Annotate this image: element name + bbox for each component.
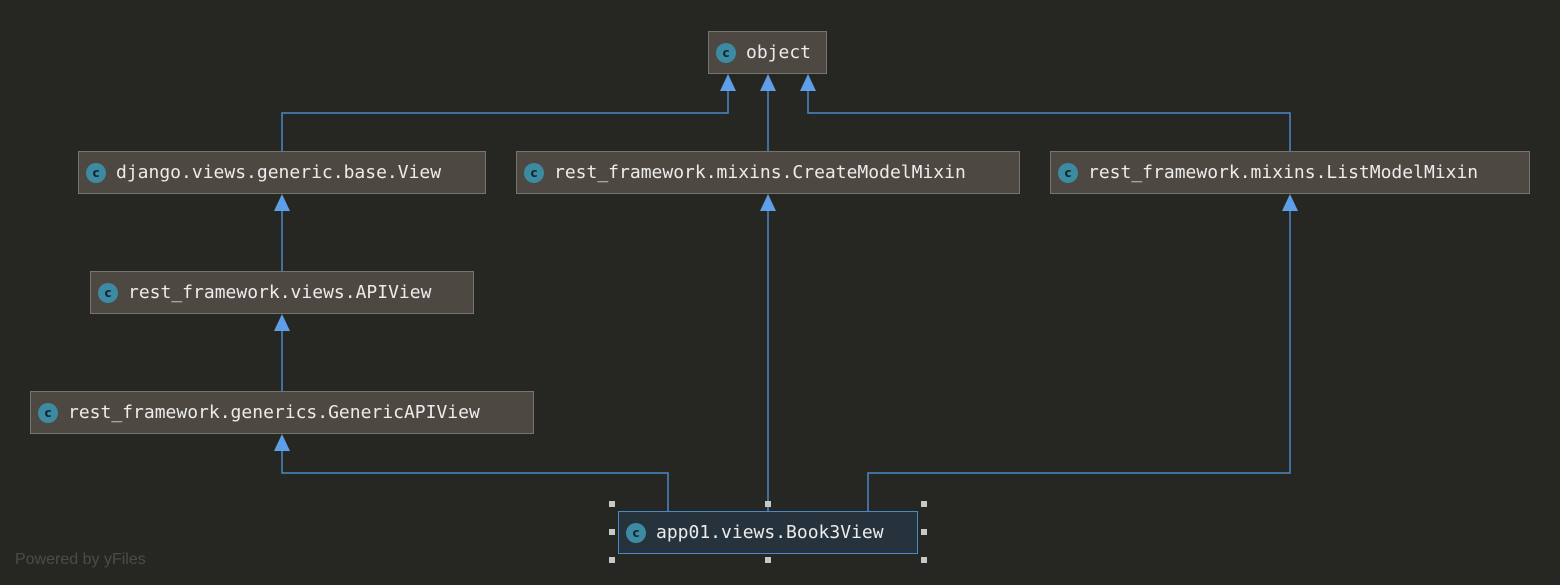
inheritance-edge: [281, 89, 729, 151]
selection-handle[interactable]: [765, 501, 771, 507]
class-node-book3view[interactable]: c app01.views.Book3View: [618, 511, 918, 554]
inheritance-arrowhead: [760, 74, 776, 91]
class-label: rest_framework.views.APIView: [128, 282, 432, 303]
selection-handle[interactable]: [921, 557, 927, 563]
class-node-object[interactable]: c object: [708, 31, 827, 74]
c-class-icon: c: [524, 162, 544, 183]
class-node-generic-api-view[interactable]: c rest_framework.generics.GenericAPIView: [30, 391, 534, 434]
selection-handle[interactable]: [765, 557, 771, 563]
inheritance-arrowhead: [760, 194, 776, 211]
class-label: django.views.generic.base.View: [116, 162, 442, 183]
selection-handle[interactable]: [609, 557, 615, 563]
inheritance-edge: [281, 449, 669, 511]
class-label: rest_framework.mixins.ListModelMixin: [1088, 162, 1479, 183]
selection-handle[interactable]: [609, 529, 615, 535]
class-label: rest_framework.mixins.CreateModelMixin: [554, 162, 966, 183]
c-class-icon: c: [1058, 162, 1078, 183]
selection-handle[interactable]: [609, 501, 615, 507]
selection-handle[interactable]: [921, 501, 927, 507]
class-node-api-view[interactable]: c rest_framework.views.APIView: [90, 271, 474, 314]
c-class-icon: c: [626, 522, 646, 543]
powered-by-watermark: Powered by yFiles: [15, 551, 146, 568]
class-node-django-view[interactable]: c django.views.generic.base.View: [78, 151, 486, 194]
c-class-icon: c: [86, 162, 106, 183]
inheritance-arrowhead: [720, 74, 736, 91]
inheritance-arrowhead: [274, 194, 290, 211]
class-label: app01.views.Book3View: [656, 522, 884, 543]
class-label: object: [746, 42, 812, 63]
class-label: rest_framework.generics.GenericAPIView: [68, 402, 480, 423]
inheritance-arrowhead: [1282, 194, 1298, 211]
c-class-icon: c: [716, 42, 736, 63]
selection-handle[interactable]: [921, 529, 927, 535]
inheritance-edge: [867, 209, 1291, 511]
c-class-icon: c: [98, 282, 118, 303]
inheritance-edge: [807, 89, 1291, 151]
c-class-icon: c: [38, 402, 58, 423]
inheritance-arrowhead: [274, 314, 290, 331]
class-node-list-model-mixin[interactable]: c rest_framework.mixins.ListModelMixin: [1050, 151, 1530, 194]
class-node-create-model-mixin[interactable]: c rest_framework.mixins.CreateModelMixin: [516, 151, 1020, 194]
inheritance-arrowhead: [274, 434, 290, 451]
inheritance-arrowhead: [800, 74, 816, 91]
